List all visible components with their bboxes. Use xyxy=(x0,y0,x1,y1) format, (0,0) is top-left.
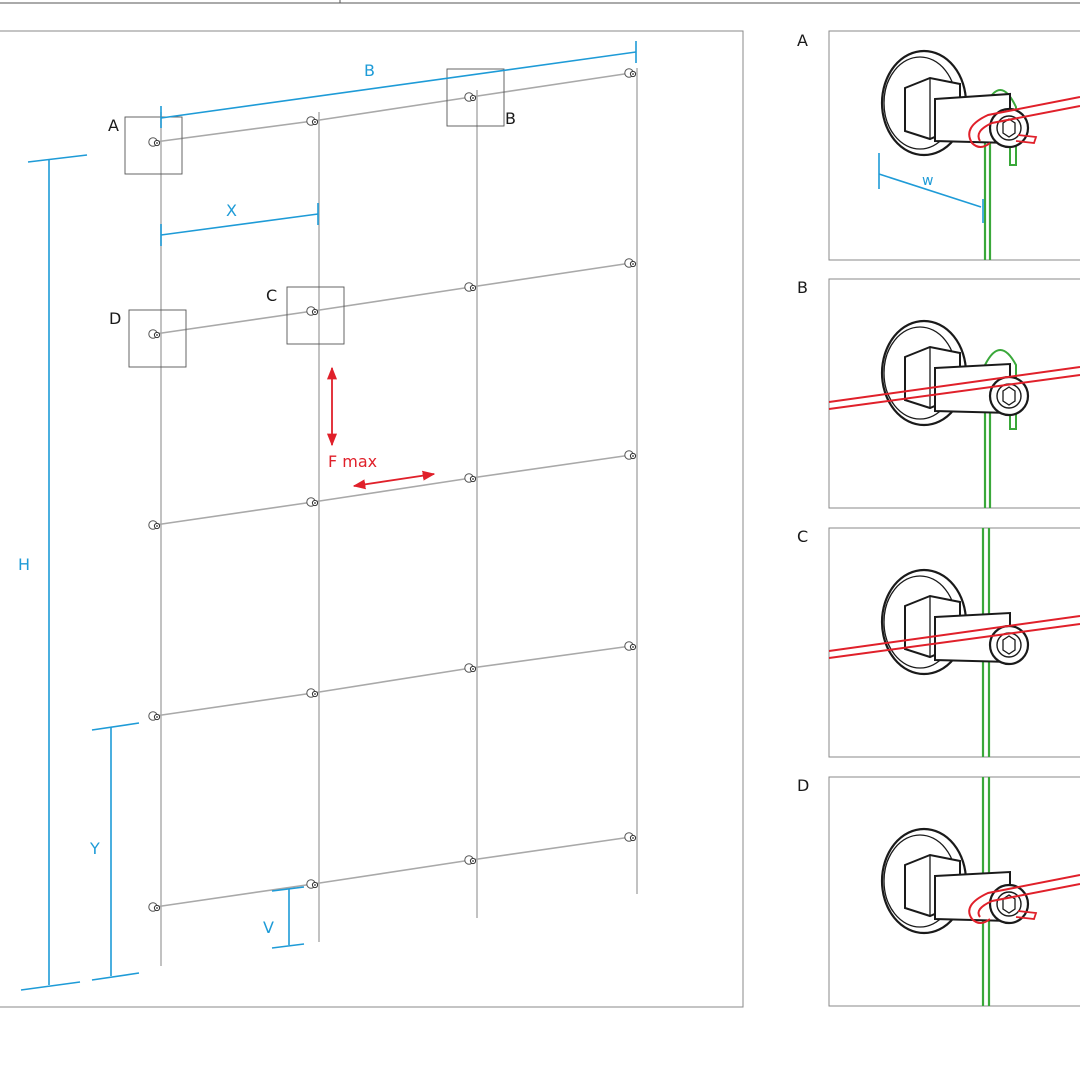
detail-d-panel xyxy=(828,776,1080,1007)
detail-marker-c: C xyxy=(266,286,277,305)
dimension-b: B xyxy=(160,41,637,128)
dimension-w-label: w xyxy=(922,173,933,189)
force-arrows: F max xyxy=(326,366,436,490)
horizontal-wires xyxy=(154,72,632,908)
detail-a-panel: w xyxy=(828,30,1080,261)
red-cable-end-loop xyxy=(968,874,1080,924)
dimension-y-label: Y xyxy=(89,839,100,858)
fixing-icon xyxy=(464,473,477,483)
detail-box-b xyxy=(446,68,505,127)
force-arrow-horizontal xyxy=(352,470,436,490)
fixing-icon xyxy=(464,663,477,673)
dimension-h: H xyxy=(18,154,88,991)
red-cable-through xyxy=(828,366,1080,410)
fixing-icon xyxy=(148,902,161,912)
fixing-icon xyxy=(624,832,637,842)
dimension-b-label: B xyxy=(364,61,375,80)
detail-c-panel xyxy=(828,527,1080,758)
dimension-x: X xyxy=(160,201,319,246)
fixing-icon xyxy=(306,116,319,126)
fixing-icon xyxy=(148,329,161,339)
dimension-v: V xyxy=(263,886,305,949)
dimension-h-label: H xyxy=(18,555,30,574)
horizontal-cable-5 xyxy=(154,836,632,908)
fixing-icon xyxy=(306,879,319,889)
fixing-icon xyxy=(464,855,477,865)
fixing-icon xyxy=(624,641,637,651)
wall-bracket-illustration xyxy=(880,827,1030,935)
dimension-y: Y xyxy=(89,722,140,981)
detail-panels: A B C D xyxy=(797,30,1080,1007)
detail-box-c xyxy=(286,286,345,345)
fixing-icon xyxy=(464,282,477,292)
detail-marker-b: B xyxy=(505,109,516,128)
fixing-icon xyxy=(624,258,637,268)
dimension-v-label: V xyxy=(263,918,274,937)
detail-marker-d: D xyxy=(109,309,121,328)
fixing-icon xyxy=(148,520,161,530)
header-strip xyxy=(0,0,1080,4)
red-cable-through xyxy=(828,615,1080,659)
fixing-icon xyxy=(148,711,161,721)
dimension-x-label: X xyxy=(226,201,237,220)
horizontal-cable-3 xyxy=(154,454,632,526)
detail-d-title: D xyxy=(797,776,809,795)
dimension-w: w xyxy=(878,153,984,223)
fixing-icon xyxy=(306,688,319,698)
cable-fixings xyxy=(148,68,637,912)
horizontal-cable-4 xyxy=(154,645,632,717)
fixing-icon xyxy=(464,92,477,102)
detail-box-a xyxy=(124,116,183,175)
horizontal-cable-1 xyxy=(154,72,632,143)
fixing-icon xyxy=(624,450,637,460)
fixing-icon xyxy=(306,497,319,507)
fixing-icon xyxy=(624,68,637,78)
detail-b-panel xyxy=(828,278,1080,509)
detail-b-title: B xyxy=(797,278,808,297)
detail-a-title: A xyxy=(797,31,808,50)
red-cable-end-loop xyxy=(968,96,1080,148)
detail-box-d xyxy=(128,309,187,368)
vertical-posts xyxy=(160,68,638,966)
wall-bracket-illustration xyxy=(880,319,1030,427)
fixing-icon xyxy=(148,137,161,147)
main-panel-frame xyxy=(0,30,744,1008)
detail-marker-a: A xyxy=(108,116,119,135)
fixing-icon xyxy=(306,306,319,316)
wall-bracket-illustration xyxy=(880,49,1030,157)
detail-c-title: C xyxy=(797,527,808,546)
wall-bracket-illustration xyxy=(880,568,1030,676)
force-label: F max xyxy=(328,452,377,471)
horizontal-cable-2 xyxy=(154,262,632,335)
main-elevation-panel: A B C D B X H Y xyxy=(0,30,744,1008)
